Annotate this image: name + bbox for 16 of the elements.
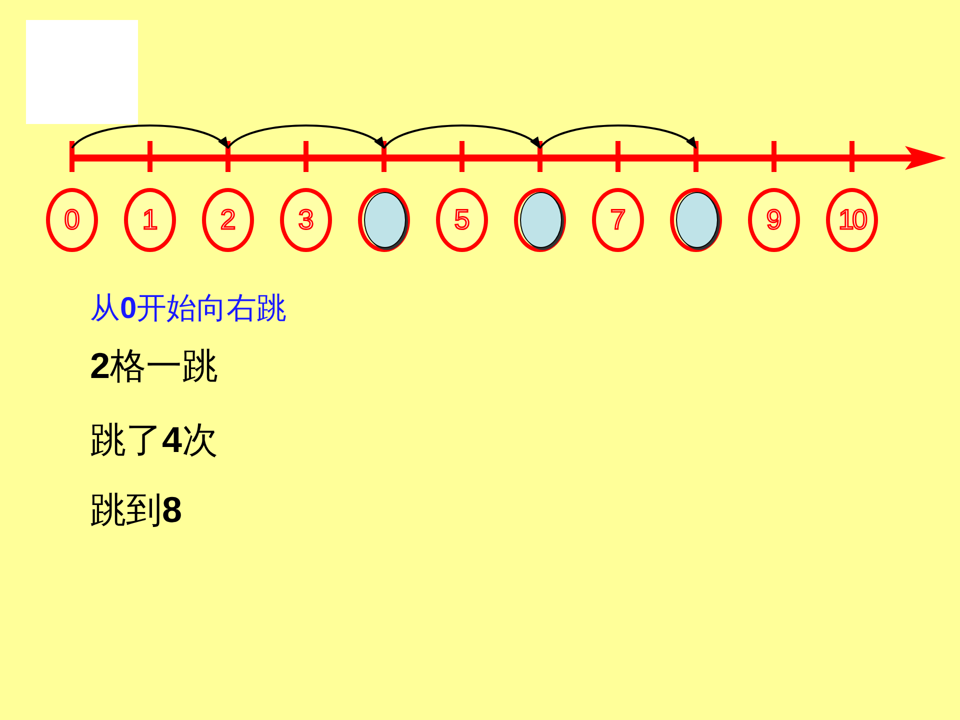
- number-label: 7: [610, 206, 626, 234]
- instruction-text: 跳了4次: [90, 420, 218, 461]
- instruction-text: 跳到8: [90, 490, 182, 531]
- number-label: 5: [454, 206, 470, 234]
- number-label: 9: [766, 206, 782, 234]
- number-label: 10: [838, 206, 866, 234]
- number-label: 3: [298, 206, 314, 234]
- jump-arrow: [539, 124, 697, 149]
- number-label: 1: [142, 206, 158, 234]
- instruction-text: 从0开始向右跳: [90, 292, 287, 325]
- number-label: 0: [64, 206, 80, 234]
- instruction-text: 2格一跳: [90, 346, 218, 387]
- jump-arrow: [227, 124, 385, 149]
- number-label: 2: [220, 206, 236, 234]
- jump-arrow: [71, 124, 229, 149]
- jump-arrow: [383, 124, 541, 149]
